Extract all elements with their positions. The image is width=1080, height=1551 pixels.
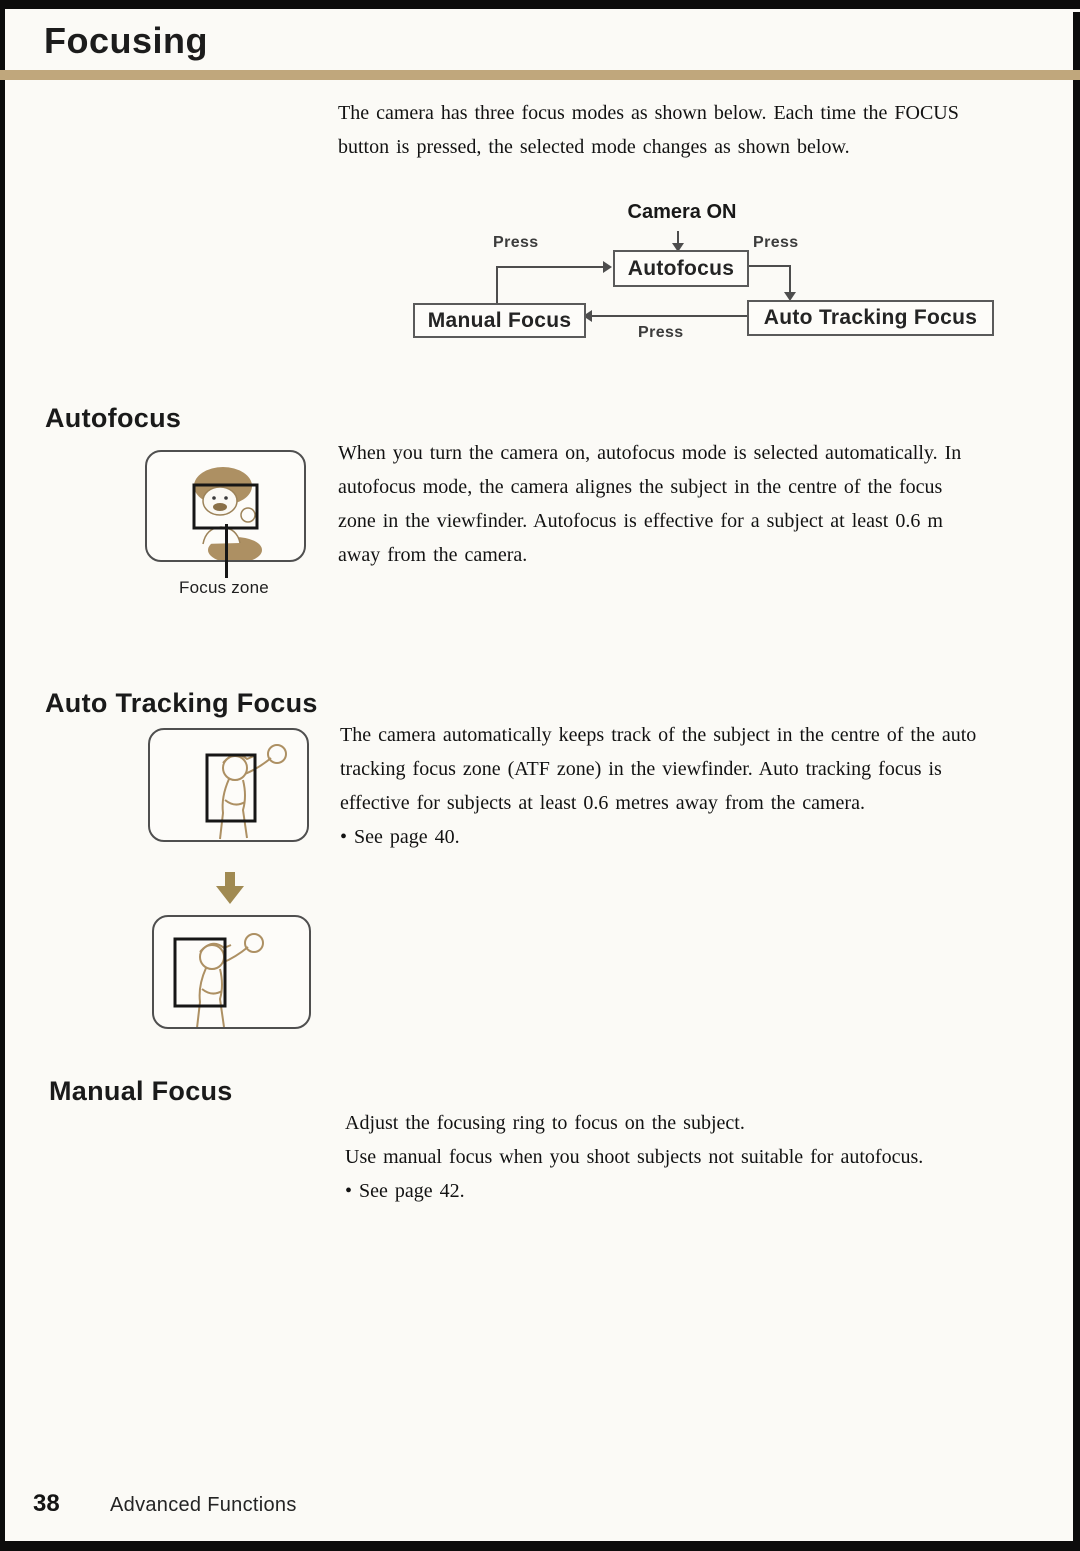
manual-focus-see-page-bullet: • See page 42. xyxy=(345,1180,465,1202)
scan-edge-top xyxy=(0,0,1080,9)
autofocus-box: Autofocus xyxy=(613,250,749,287)
section-heading-autofocus: Autofocus xyxy=(45,403,182,433)
press-label-right: Press xyxy=(753,234,799,251)
accent-bar xyxy=(0,70,1080,80)
section-heading-auto-tracking-focus: Auto Tracking Focus xyxy=(45,688,318,718)
atf-line: tracking focus zone (ATF zone) in the vi… xyxy=(340,758,942,780)
intro-paragraph: The camera has three focus modes as show… xyxy=(338,96,959,164)
atf-person-drawing-tracked xyxy=(173,933,264,1029)
atf-line: effective for subjects at least 0.6 metr… xyxy=(340,792,865,814)
press-label-left: Press xyxy=(493,234,539,251)
intro-line: The camera has three focus modes as show… xyxy=(338,102,959,124)
scan-edge-bottom xyxy=(0,1541,1080,1551)
atf-paragraph: The camera automatically keeps track of … xyxy=(340,718,976,854)
atf-illustration-2 xyxy=(152,915,311,1029)
auto-tracking-focus-box: Auto Tracking Focus xyxy=(747,300,994,336)
scan-edge-right xyxy=(1073,12,1080,1551)
autofocus-paragraph: When you turn the camera on, autofocus m… xyxy=(338,436,961,572)
autofocus-line: autofocus mode, the camera alignes the s… xyxy=(338,476,943,498)
manual-focus-line: Use manual focus when you shoot subjects… xyxy=(345,1146,924,1168)
autofocus-line: When you turn the camera on, autofocus m… xyxy=(338,442,962,464)
atf-person-drawing xyxy=(205,744,287,840)
manual-focus-box: Manual Focus xyxy=(413,303,586,338)
manual-focus-paragraph: Adjust the focusing ring to focus on the… xyxy=(345,1106,923,1208)
section-heading-manual-focus: Manual Focus xyxy=(49,1076,233,1106)
atf-see-page-bullet: • See page 40. xyxy=(340,826,460,848)
press-label-bottom: Press xyxy=(638,324,684,341)
atf-zone-rect xyxy=(173,937,227,1008)
page-title: Focusing xyxy=(44,20,208,61)
atf-zone-rect xyxy=(205,753,257,823)
focus-zone-stem xyxy=(225,524,228,578)
atf-illustration-1 xyxy=(148,728,309,842)
focus-zone-person-drawing xyxy=(192,467,262,563)
atf-line: The camera automatically keeps track of … xyxy=(340,724,977,746)
autofocus-line: zone in the viewfinder. Autofocus is eff… xyxy=(338,510,943,532)
down-arrow-icon xyxy=(216,872,244,904)
page-number: 38 xyxy=(33,1490,60,1517)
diagram-connector-lines xyxy=(496,231,796,322)
intro-line: button is pressed, the selected mode cha… xyxy=(338,136,850,158)
manual-focus-line: Adjust the focusing ring to focus on the… xyxy=(345,1112,745,1134)
autofocus-line: away from the camera. xyxy=(338,544,528,566)
focus-zone-caption: Focus zone xyxy=(179,578,269,597)
footer-label: Advanced Functions xyxy=(110,1494,297,1516)
scan-edge-left xyxy=(0,0,5,1551)
camera-on-label: Camera ON xyxy=(627,201,737,223)
